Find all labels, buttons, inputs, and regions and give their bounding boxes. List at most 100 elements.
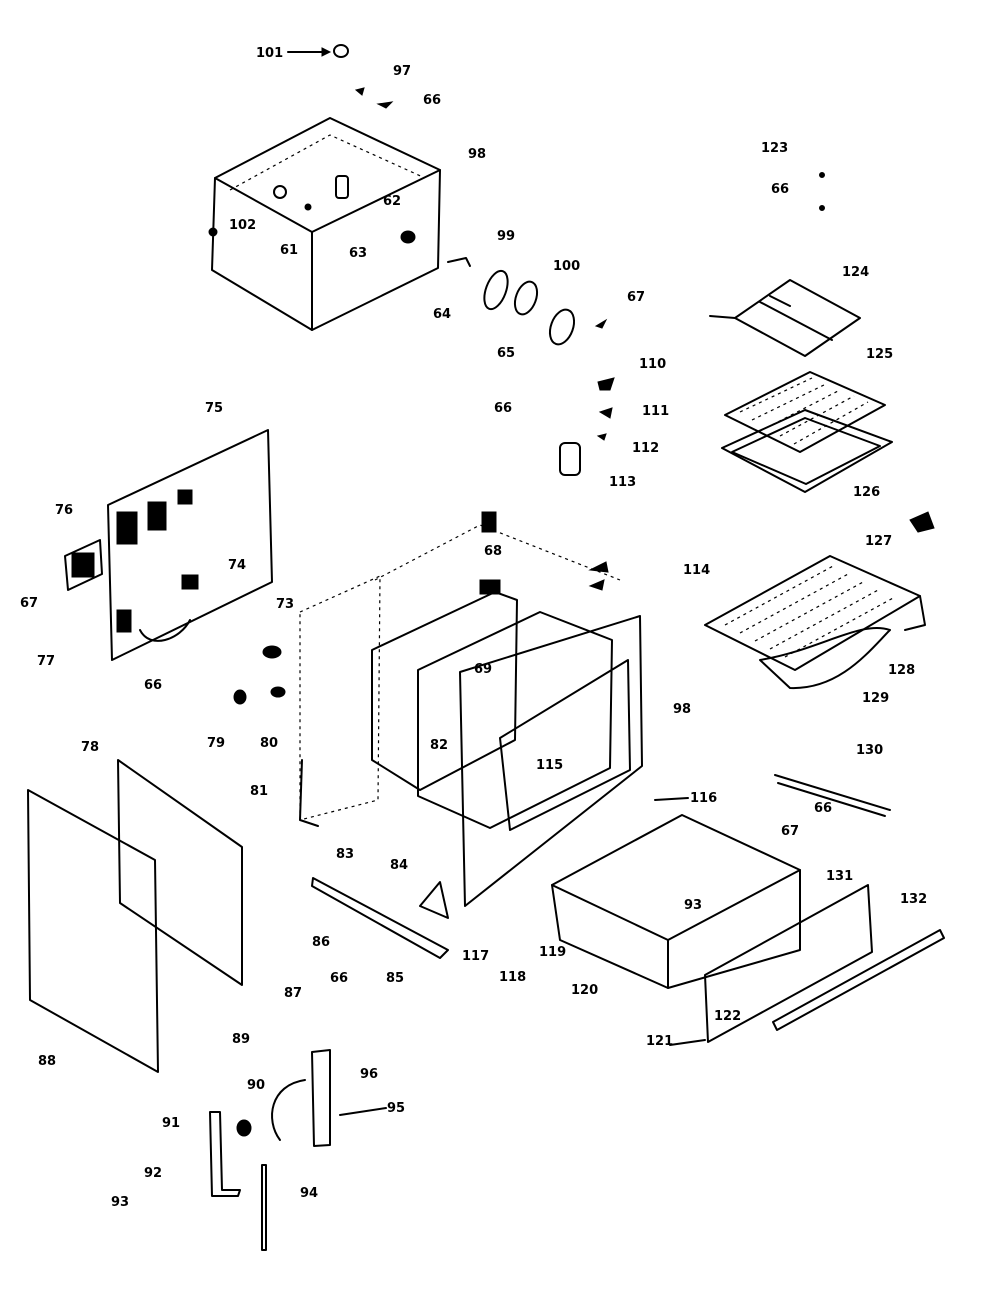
callout-98: 98 (468, 147, 486, 162)
callout-67: 67 (627, 290, 645, 305)
callout-90: 90 (247, 1078, 265, 1093)
part-78-side-insulation (117, 759, 243, 986)
callout-95: 95 (387, 1101, 405, 1116)
callout-111: 111 (642, 404, 669, 419)
parts-79-80 (233, 645, 286, 705)
callout-66: 66 (814, 801, 832, 816)
part-126-broiler-pan (721, 409, 893, 493)
callout-93: 93 (111, 1195, 129, 1210)
part-84-bracket (419, 881, 449, 919)
callout-126: 126 (853, 485, 880, 500)
part-69-oven-liner (417, 611, 613, 829)
callout-81: 81 (250, 784, 268, 799)
callout-82: 82 (430, 738, 448, 753)
callout-61: 61 (280, 243, 298, 258)
callout-79: 79 (207, 736, 225, 751)
parts-hinges (209, 1049, 331, 1251)
callout-63: 63 (349, 246, 367, 261)
part-128-bracket (909, 511, 935, 533)
callout-68: 68 (484, 544, 502, 559)
callout-89: 89 (232, 1032, 250, 1047)
parts-110-113 (559, 377, 615, 476)
callout-129: 129 (862, 691, 889, 706)
callout-117: 117 (462, 949, 489, 964)
callout-93: 93 (684, 898, 702, 913)
oven-liner-top (208, 117, 441, 331)
callout-67: 67 (781, 824, 799, 839)
callout-74: 74 (228, 558, 246, 573)
callout-101: 101 (256, 46, 283, 61)
part-121-drawer-front (704, 884, 873, 1043)
callout-102: 102 (229, 218, 256, 233)
callout-65: 65 (497, 346, 515, 361)
callout-128: 128 (888, 663, 915, 678)
callout-66: 66 (330, 971, 348, 986)
callout-76: 76 (55, 503, 73, 518)
callout-98: 98 (673, 702, 691, 717)
part-125-broiler-grid (724, 371, 886, 453)
callout-67: 67 (20, 596, 38, 611)
callout-86: 86 (312, 935, 330, 950)
part-88-side-panel (27, 789, 159, 1073)
callout-64: 64 (433, 307, 451, 322)
callout-94: 94 (300, 1186, 318, 1201)
callout-130: 130 (856, 743, 883, 758)
callout-labels: 101 97 66 98 102 62 61 63 99 100 64 65 6… (20, 46, 927, 1210)
part-132-trim (772, 929, 945, 1031)
callout-100: 100 (553, 259, 580, 274)
callout-91: 91 (162, 1116, 180, 1131)
leader-lines (339, 797, 706, 1116)
part-130-strip (774, 774, 891, 817)
callout-96: 96 (360, 1067, 378, 1082)
part-75-back-panel (107, 429, 273, 661)
part-101-nut (287, 44, 349, 58)
callout-119: 119 (539, 945, 566, 960)
callout-75: 75 (205, 401, 223, 416)
callout-118: 118 (499, 970, 526, 985)
callout-120: 120 (571, 983, 598, 998)
callout-116: 116 (690, 791, 717, 806)
part-73-side-panel (299, 575, 381, 821)
callout-78: 78 (81, 740, 99, 755)
part-127-oven-rack (704, 555, 926, 671)
callout-132: 132 (900, 892, 927, 907)
callout-124: 124 (842, 265, 869, 280)
callout-131: 131 (826, 869, 853, 884)
part-120-storage-drawer (551, 814, 801, 989)
callout-73: 73 (276, 597, 294, 612)
callout-62: 62 (383, 194, 401, 209)
callout-66: 66 (144, 678, 162, 693)
callout-121: 121 (646, 1034, 673, 1049)
callout-80: 80 (260, 736, 278, 751)
part-68-oven-frame (371, 511, 621, 791)
callout-113: 113 (609, 475, 636, 490)
callout-66: 66 (771, 182, 789, 197)
callout-66: 66 (494, 401, 512, 416)
callout-87: 87 (284, 986, 302, 1001)
callout-84: 84 (390, 858, 408, 873)
part-83-rail (311, 877, 449, 959)
callout-125: 125 (866, 347, 893, 362)
callout-83: 83 (336, 847, 354, 862)
callout-115: 115 (536, 758, 563, 773)
part-115-door-frame (459, 615, 643, 907)
screws-123 (819, 172, 825, 211)
callout-97: 97 (393, 64, 411, 79)
callout-127: 127 (865, 534, 892, 549)
callout-85: 85 (386, 971, 404, 986)
rings-99-100 (447, 257, 608, 346)
callout-123: 123 (761, 141, 788, 156)
callout-69: 69 (474, 662, 492, 677)
screws-97-66 (354, 87, 394, 109)
callout-110: 110 (639, 357, 666, 372)
part-76-terminal-block (64, 539, 103, 591)
callout-77: 77 (37, 654, 55, 669)
callout-88: 88 (38, 1054, 56, 1069)
callout-92: 92 (144, 1166, 162, 1181)
part-114 (588, 561, 609, 591)
part-81 (299, 759, 319, 827)
callout-66: 66 (423, 93, 441, 108)
callout-99: 99 (497, 229, 515, 244)
part-124-rack-frame (709, 279, 861, 357)
